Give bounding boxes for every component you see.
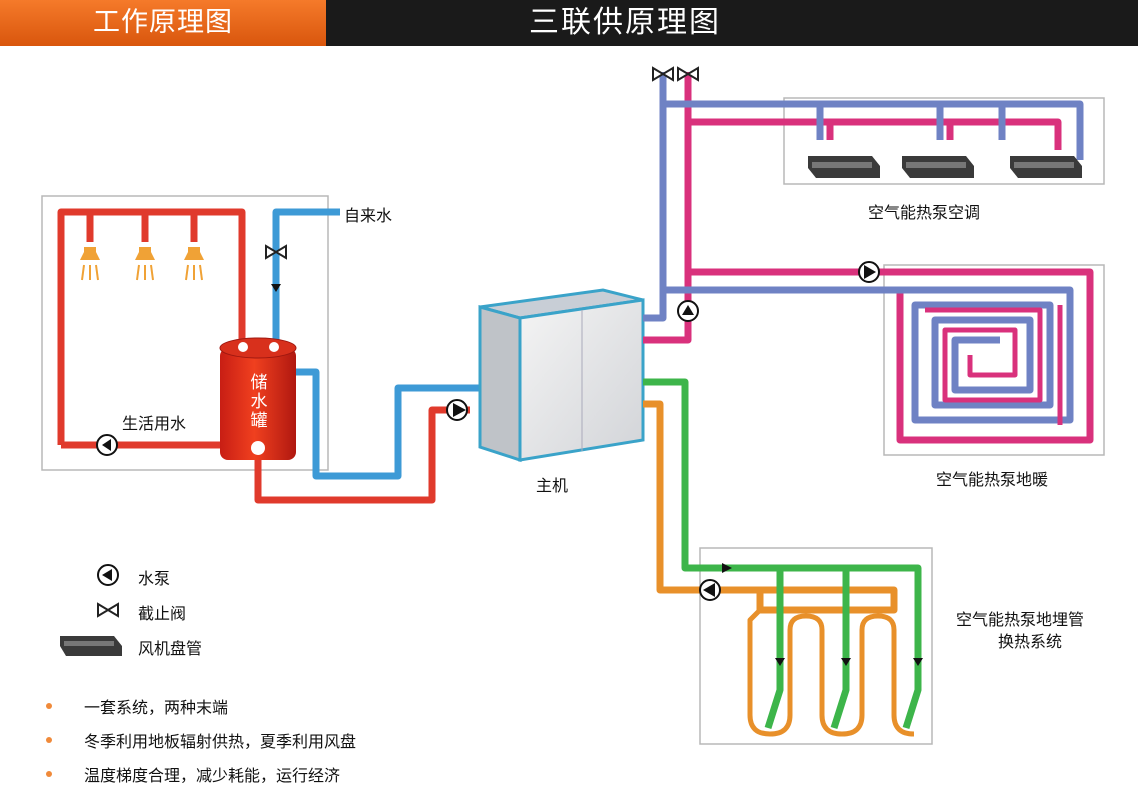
bullet-dot [46,737,52,743]
note-3: 温度梯度合理，减少耗能，运行经济 [84,766,341,785]
label-domestic-water: 生活用水 [122,414,187,433]
flow-arrow-down [271,284,281,292]
bullet-dot [46,703,52,709]
host-unit [478,288,645,463]
label-tap-water: 自来水 [344,206,393,225]
floor-heating-frame [883,264,1105,456]
tab-working-principle[interactable]: 工作原理图 [0,0,326,46]
ground-return-pipe [643,400,898,614]
label-floor-heating: 空气能热泵地暖 [936,470,1049,489]
ac-frame [783,97,1105,185]
ground-flow-arrows [722,563,923,666]
label-ground-loop-1: 空气能热泵地埋管 [956,610,1085,629]
main-pump [446,399,468,421]
bullet-dot [46,771,52,777]
label-tank: 储水罐 [250,373,268,431]
page-title: 三联供原理图 [529,5,721,40]
domestic-water-frame [41,195,329,471]
tap-valve [265,244,287,260]
top-valves [652,66,699,82]
header-bar: 工作原理图 三联供原理图 [0,0,1138,46]
legend-fan-coil-icon [60,636,122,656]
ground-loop-frame [699,547,933,745]
shower-spray [81,264,203,281]
legend-pump-icon [97,564,119,586]
ground-supply-pipe [643,378,922,730]
ground-pump [699,579,721,601]
hot-water-loop [57,208,470,504]
shower-heads [80,247,204,260]
label-host-unit: 主机 [536,476,569,495]
storage-tank [219,337,297,460]
domestic-pump [96,434,118,456]
legend-fan-coil-label: 风机盘管 [138,639,203,658]
cold-water-pipe [272,208,480,480]
note-2: 冬季利用地板辐射供热，夏季利用风盘 [84,732,357,751]
note-1: 一套系统，两种末端 [84,698,229,717]
fan-coil-units [808,156,1082,178]
label-ground-loop-2: 换热系统 [998,632,1063,651]
return-main-pipe [643,72,667,322]
legend-pump-label: 水泵 [138,569,171,588]
legend-valve-label: 截止阀 [138,604,187,623]
floor-pump [858,261,880,283]
label-ac: 空气能热泵空调 [868,203,981,222]
supply-main-pipe [643,72,692,344]
supply-pump [677,300,699,322]
legend-valve-icon [97,602,119,618]
